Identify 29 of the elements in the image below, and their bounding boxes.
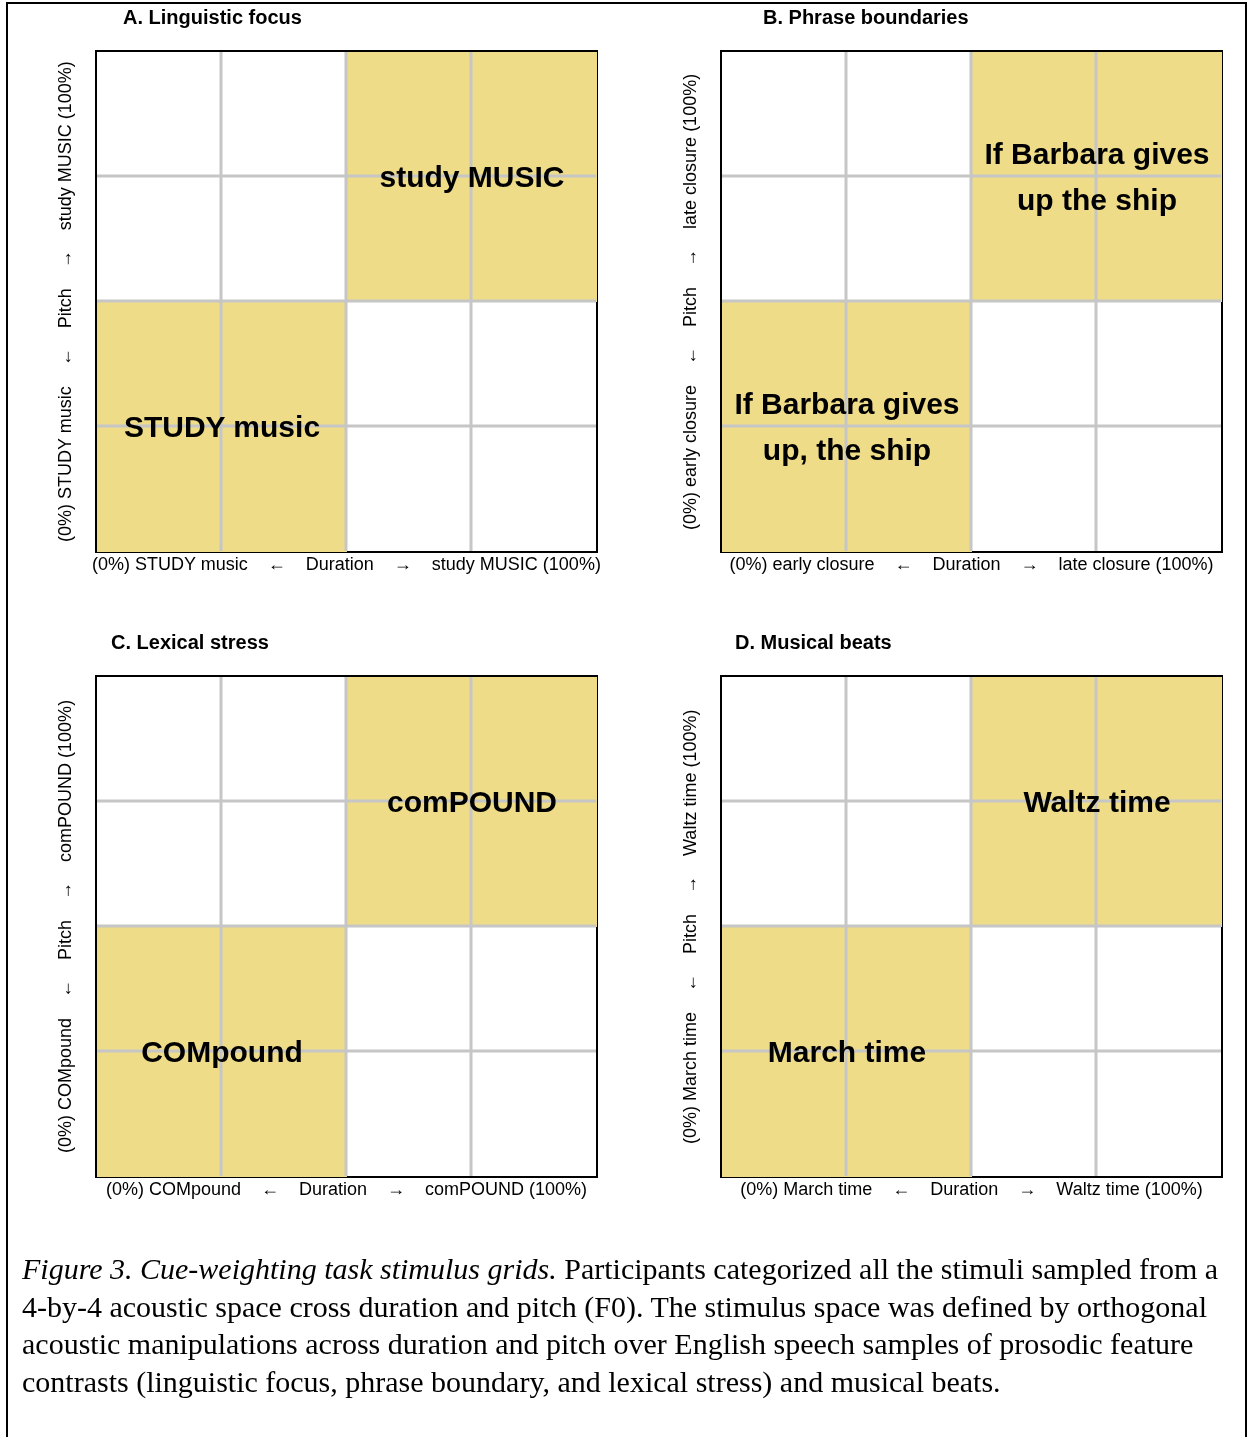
quadrant-label: COMpound xyxy=(140,1034,304,1070)
x-axis-label: (0%) March time ← Duration → Waltz time (100%) xyxy=(739,1179,1204,1200)
highlighted-quadrant xyxy=(97,927,347,1177)
highlighted-quadrant xyxy=(972,52,1222,302)
highlighted-quadrant xyxy=(347,677,597,927)
highlighted-quadrant xyxy=(972,677,1222,927)
quadrant-label: study MUSIC xyxy=(378,159,566,195)
y-axis-label: (0%) COMpound ← Pitch → comPOUND (100%) xyxy=(55,698,76,1156)
panel-title: B. Phrase boundaries xyxy=(763,6,969,29)
x-axis-label: (0%) COMpound ← Duration → comPOUND (100%) xyxy=(104,1179,589,1200)
quadrant-label: If Barbara gives up the ship xyxy=(983,136,1211,218)
quadrant-label: March time xyxy=(766,1034,928,1070)
highlighted-quadrant xyxy=(722,927,972,1177)
panel-title: C. Lexical stress xyxy=(111,631,269,654)
quadrant-label: If Barbara gives up, the ship xyxy=(733,386,961,468)
x-axis-label: (0%) early closure ← Duration → late closure (100%) xyxy=(728,554,1215,575)
highlighted-quadrant xyxy=(97,302,347,552)
y-axis-label: (0%) early closure ← Pitch → late closure (100%) xyxy=(680,72,701,532)
y-axis-label: (0%) March time ← Pitch → Waltz time (100%) xyxy=(680,708,701,1146)
panel-title: D. Musical beats xyxy=(735,631,892,654)
quadrant-label: STUDY music xyxy=(122,409,322,445)
panel-title: A. Linguistic focus xyxy=(123,6,302,29)
figure-caption: Figure 3. Cue-weighting task stimulus grids. Participants categorized all the stimuli sampled from a 4-by-4 acoustic space cross duration and pitch (F0). The stimulus space was defined by orthogonal acoustic manipulations across duration and pitch over English speech samples of prosodic feature contrasts (linguistic focus, phrase boundary, and lexical stress) and musical beats. xyxy=(22,1251,1220,1400)
x-axis-label: (0%) STUDY music ← Duration → study MUSIC (100%) xyxy=(91,554,602,575)
quadrant-label: Waltz time xyxy=(1022,784,1172,820)
y-axis-label: (0%) STUDY music ← Pitch → study MUSIC (100%) xyxy=(55,60,76,544)
quadrant-label: comPOUND xyxy=(386,784,558,820)
highlighted-quadrant xyxy=(722,302,972,552)
highlighted-quadrant xyxy=(347,52,597,302)
